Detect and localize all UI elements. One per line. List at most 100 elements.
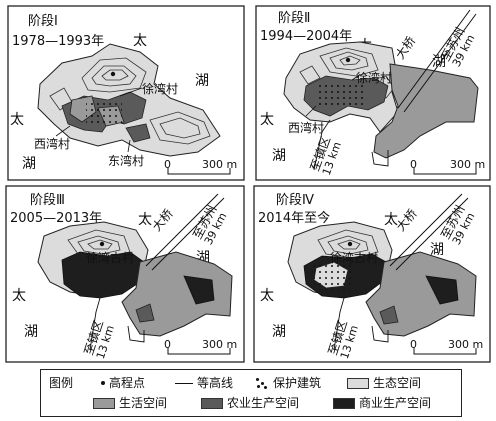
lake-char: 太: [10, 112, 24, 128]
stage-title: 阶段Ⅱ: [278, 11, 310, 26]
protected-buildings: [318, 82, 364, 108]
scale-bar: [167, 348, 231, 355]
legend-protected-buildings: 保护建筑: [255, 376, 321, 390]
protected-buildings: [314, 262, 354, 290]
period-label: 1978—1993年: [12, 34, 104, 49]
road-to-town: [313, 119, 331, 171]
panel-stage-3: 阶段Ⅲ 2005—2013年 太 湖 太 湖 大桥 至苏州 39 km 至镇区 …: [5, 185, 245, 363]
village-label-xuwan: 徐湾村: [356, 70, 392, 85]
scale-zero: 0: [164, 338, 171, 351]
lake-char: 太: [133, 33, 147, 49]
living-swatch: [93, 397, 115, 409]
agricultural-swatch: [201, 397, 223, 409]
elevation-point: [99, 241, 105, 247]
panel-stage-2: 阶段Ⅱ 1994—2004年 太 湖 太 湖 大桥 至苏州 39 km 至镇区 …: [255, 5, 491, 181]
leader-line: [119, 87, 143, 97]
legend-commercial-space: 商业生产空间: [333, 396, 431, 410]
legend-label: 高程点: [109, 376, 146, 390]
leader-line: [127, 139, 131, 153]
leader-line: [305, 105, 317, 117]
agricultural-space: [379, 305, 399, 325]
period-label: 2005—2013年: [10, 211, 102, 226]
legend-title-text: 图例: [49, 376, 74, 390]
elevation-point-icon: [101, 381, 105, 385]
lake-char: 太: [12, 288, 26, 304]
road-to-town: [333, 297, 345, 351]
scale-distance: 300 m: [202, 158, 237, 171]
legend-label: 保护建筑: [273, 376, 322, 390]
lake-char: 太: [260, 112, 274, 128]
elevation-point: [347, 241, 353, 247]
lake-char: 湖: [430, 242, 444, 258]
lake-char: 湖: [22, 156, 36, 172]
road-to-town: [371, 150, 389, 167]
scale-bar: [413, 348, 477, 355]
scale-zero: 0: [410, 338, 417, 351]
village-label-xuwan-old: 徐湾古村: [86, 250, 134, 265]
legend-elevation-point: 高程点: [101, 376, 145, 390]
road-to-town: [371, 325, 389, 343]
lake-char: 太: [260, 288, 274, 304]
commercial-swatch: [333, 397, 355, 409]
stage-title: 阶段Ⅳ: [276, 193, 314, 208]
lake-char: 湖: [195, 73, 209, 89]
legend-label: 生态空间: [373, 376, 422, 390]
leader-line: [351, 75, 359, 81]
stage-title: 阶段Ⅰ: [28, 14, 58, 29]
agricultural-space: [135, 303, 155, 323]
elevation-point: [110, 71, 116, 77]
scale-distance: 300 m: [450, 158, 485, 171]
commercial-space: [183, 275, 215, 305]
elevation-point: [345, 57, 351, 63]
stage-title: 阶段Ⅲ: [30, 193, 65, 208]
period-label: 1994—2004年: [260, 29, 352, 44]
lake-char: 湖: [272, 324, 286, 340]
village-label-dongwan: 东湾村: [108, 153, 144, 168]
protected-building-icon: [255, 377, 269, 389]
scale-zero: 0: [164, 158, 171, 171]
scale-distance: 300 m: [448, 338, 483, 351]
period-label: 2014年至今: [258, 210, 330, 226]
leader-line: [55, 125, 71, 137]
legend-ecological-space: 生态空间: [347, 376, 421, 390]
bridge: [145, 193, 225, 271]
village-label-xuwan: 徐湾村: [142, 81, 178, 96]
contour-lines: [299, 47, 395, 99]
scale-distance: 300 m: [202, 338, 237, 351]
lake-char: 太: [384, 212, 398, 228]
legend-label: 农业生产空间: [227, 396, 300, 410]
legend-label: 生活空间: [119, 396, 168, 410]
living-space: [373, 63, 479, 159]
agricultural-space: [125, 123, 151, 143]
road-to-town: [127, 325, 145, 343]
scale-zero: 0: [410, 158, 417, 171]
panel-stage-4: 阶段Ⅳ 2014年至今 太 湖 太 湖 大桥 至苏州 39 km 至镇区 13 …: [253, 185, 491, 363]
contour-line-icon: [175, 382, 193, 384]
village-label-xuwan-old: 徐湾古村: [330, 250, 378, 265]
scale-bar: [167, 168, 231, 175]
scale-bar: [413, 168, 477, 175]
lake-char: 湖: [24, 324, 38, 340]
village-label-xiwan: 西湾村: [288, 120, 324, 135]
legend-title: 图例: [49, 376, 73, 390]
contour-lines: [49, 57, 211, 145]
legend: 图例 高程点 等高线 保护建筑 生态空间 生活空间 农业生产空间 商业生产空间: [40, 369, 462, 417]
bridge: [389, 193, 469, 271]
road-to-town: [89, 297, 101, 351]
protected-buildings: [86, 100, 122, 126]
lake-char: 湖: [432, 54, 446, 70]
legend-contour-line: 等高线: [175, 376, 233, 390]
legend-agricultural-space: 农业生产空间: [201, 396, 299, 410]
lake-char: 湖: [272, 148, 286, 164]
contour-lines: [317, 229, 379, 259]
legend-label: 等高线: [197, 376, 234, 390]
village-label-xiwan: 西湾村: [34, 136, 70, 151]
lake-char: 太: [138, 212, 152, 228]
panel-stage-1: 阶段Ⅰ 1978—1993年 太 湖 太 湖 徐湾村 西湾村 东湾村 0: [7, 5, 245, 181]
legend-living-space: 生活空间: [93, 396, 167, 410]
legend-label: 商业生产空间: [359, 396, 432, 410]
commercial-space: [425, 275, 459, 305]
bridge: [397, 9, 477, 113]
ecological-swatch: [347, 377, 369, 389]
